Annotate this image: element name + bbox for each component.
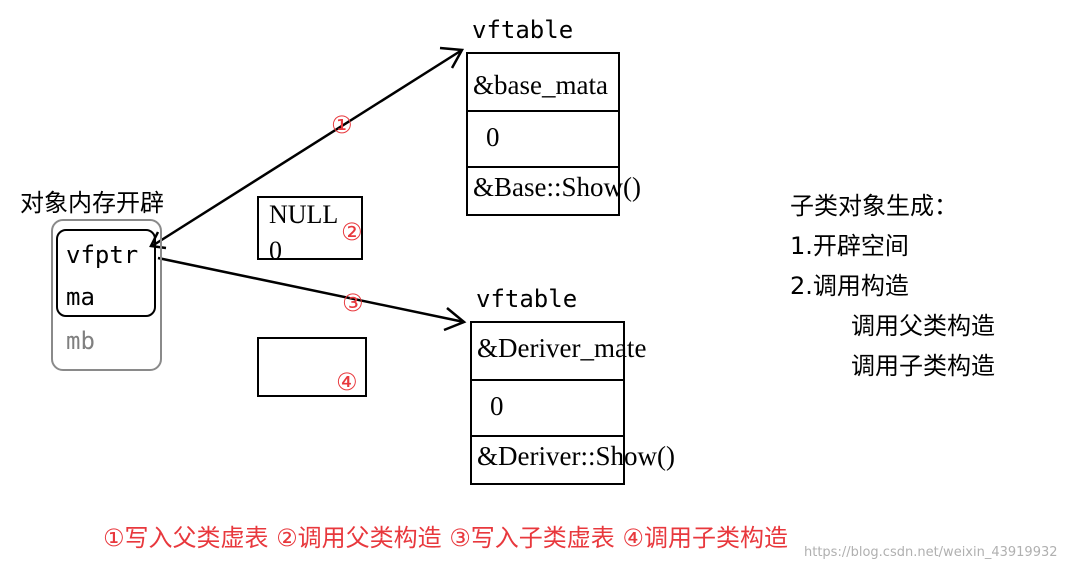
watermark: https://blog.csdn.net/weixin_43919932 — [804, 545, 1058, 560]
base-vftable-row: &Base::Show() — [468, 168, 641, 214]
field-vfptr: vfptr — [66, 241, 139, 269]
arrow-to-base-vftable — [151, 48, 463, 248]
deriver-vftable-row: 0 — [472, 381, 623, 437]
step-item: 1.开辟空间 — [790, 232, 909, 260]
base-vftable-row-text: &Base::Show() — [473, 172, 641, 202]
step-item: 2.调用构造 — [790, 272, 909, 300]
base-vftable-row-text: 0 — [486, 122, 500, 152]
arrowhead-base-vftable — [439, 46, 465, 69]
null-box-zero: 0 — [269, 236, 282, 265]
base-vftable-row-text: &base_mata — [473, 70, 608, 100]
null-box: NULL 0 — [257, 196, 363, 265]
arrow-to-deriver-vftable — [157, 256, 465, 324]
subclass-construct-box — [257, 337, 367, 397]
field-ma: ma — [66, 283, 95, 311]
arrowhead-deriver-vftable — [443, 307, 467, 332]
object-memory-outer-box — [51, 219, 162, 371]
null-box-text: NULL — [269, 200, 339, 229]
field-mb: mb — [66, 327, 95, 355]
marker-3: ③ — [342, 289, 364, 317]
base-vftable: &base_mata 0 &Base::Show() — [466, 52, 641, 216]
deriver-vftable-row-text: &Deriver::Show() — [477, 441, 675, 471]
base-vftable-row: 0 — [468, 112, 618, 168]
base-vftable-row: &base_mata — [468, 54, 618, 112]
deriver-vftable-row: &Deriver_mate — [472, 323, 646, 381]
marker-1: ① — [331, 111, 353, 139]
object-memory-inner-box — [56, 229, 156, 317]
marker-4: ④ — [336, 368, 358, 396]
steps-title: 子类对象生成： — [790, 192, 958, 220]
step-item: 调用子类构造 — [851, 352, 995, 380]
caption: ①写入父类虚表 ②调用父类构造 ③写入子类虚表 ④调用子类构造 — [103, 524, 788, 552]
marker-2: ② — [341, 218, 363, 246]
object-memory-label: 对象内存开辟 — [20, 189, 164, 217]
deriver-vftable: &Deriver_mate 0 &Deriver::Show() — [470, 321, 675, 485]
step-item: 调用父类构造 — [851, 312, 995, 340]
deriver-vftable-title: vftable — [476, 285, 578, 313]
deriver-vftable-row-text: &Deriver_mate — [477, 333, 647, 363]
base-vftable-title: vftable — [472, 16, 574, 44]
deriver-vftable-row: &Deriver::Show() — [472, 437, 675, 483]
deriver-vftable-row-text: 0 — [490, 391, 504, 421]
